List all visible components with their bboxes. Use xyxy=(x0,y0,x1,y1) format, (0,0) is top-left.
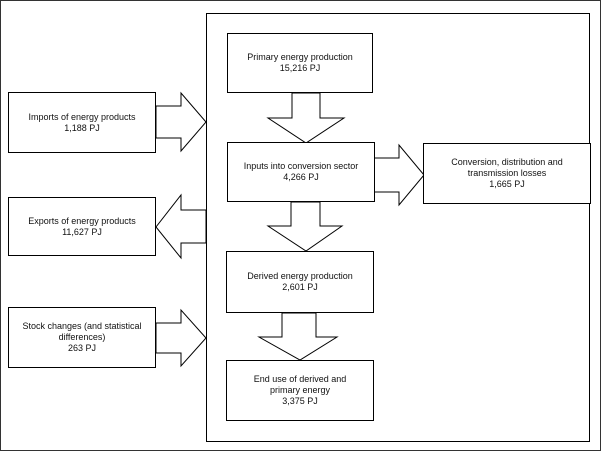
conversion-inputs-value: 4,266 PJ xyxy=(283,172,319,182)
arrow-down-icon xyxy=(266,92,346,144)
stock-changes-box: Stock changes (and statistical differenc… xyxy=(8,307,156,368)
end-use-label-line2: primary energy xyxy=(269,385,331,395)
losses-label-line1: Conversion, distribution and xyxy=(451,157,563,167)
end-use-value: 3,375 PJ xyxy=(282,396,318,406)
arrow-down-icon xyxy=(257,312,339,361)
losses-label-line2: transmission losses xyxy=(467,168,547,178)
conversion-inputs-box: Inputs into conversion sector 4,266 PJ xyxy=(227,142,375,202)
derived-production-box: Derived energy production 2,601 PJ xyxy=(226,251,374,313)
arrow-right-icon xyxy=(155,308,207,368)
end-use-label-line1: End use of derived and xyxy=(253,374,347,384)
losses-box: Conversion, distribution and transmissio… xyxy=(423,143,591,204)
exports-value: 11,627 PJ xyxy=(62,226,102,237)
primary-production-box: Primary energy production 15,216 PJ xyxy=(227,33,373,93)
primary-production-label: Primary energy production xyxy=(247,52,353,62)
arrow-right-icon xyxy=(155,91,207,153)
derived-production-label: Derived energy production xyxy=(247,271,353,281)
end-use-box: End use of derived and primary energy 3,… xyxy=(226,360,374,421)
imports-value: 1,188 PJ xyxy=(64,122,100,133)
derived-production-value: 2,601 PJ xyxy=(282,282,318,292)
imports-box: Imports of energy products 1,188 PJ xyxy=(8,92,156,153)
stock-changes-label-line2: differences) xyxy=(58,332,106,342)
stock-changes-label-line1: Stock changes (and statistical xyxy=(22,321,142,331)
arrow-right-icon xyxy=(373,143,425,207)
arrow-down-icon xyxy=(266,201,344,252)
exports-box: Exports of energy products 11,627 PJ xyxy=(8,197,156,256)
losses-value: 1,665 PJ xyxy=(489,179,525,189)
conversion-inputs-label: Inputs into conversion sector xyxy=(243,161,359,171)
arrow-left-icon xyxy=(155,193,207,260)
stock-changes-value: 263 PJ xyxy=(67,343,97,353)
exports-label: Exports of energy products xyxy=(28,215,136,226)
imports-label: Imports of energy products xyxy=(28,111,136,122)
primary-production-value: 15,216 PJ xyxy=(279,63,321,73)
